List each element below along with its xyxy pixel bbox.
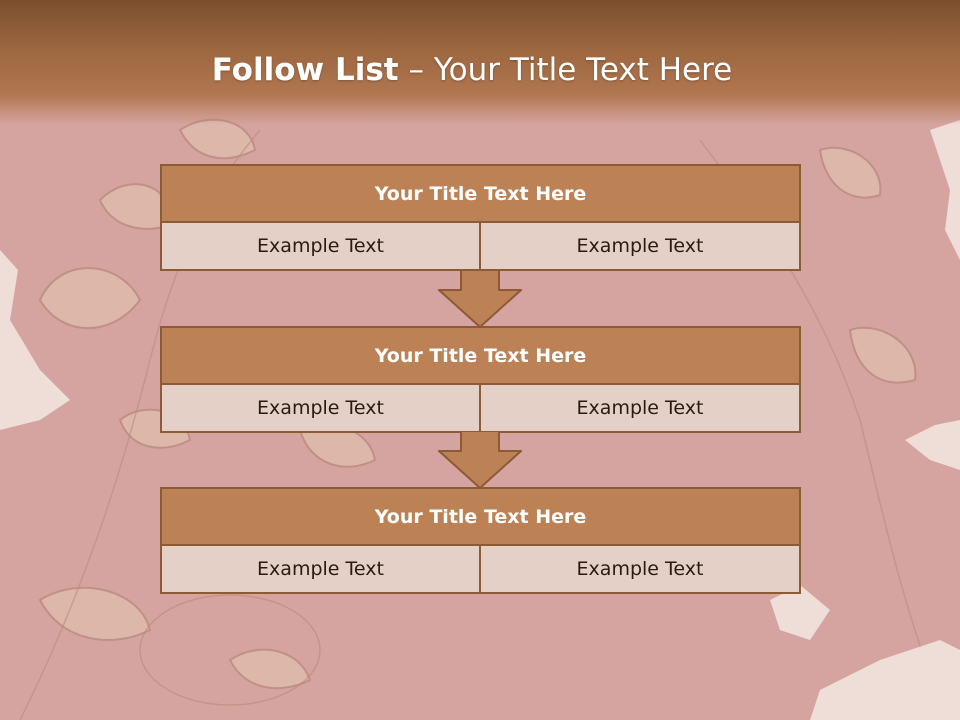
torn-edge-bottom-right bbox=[770, 585, 830, 640]
leaf-decoration bbox=[38, 267, 142, 330]
slide-title-rest: – Your Title Text Here bbox=[398, 52, 733, 88]
step-box-1: Your Title Text Here Example Text Exampl… bbox=[160, 164, 801, 271]
down-arrow-2 bbox=[438, 431, 522, 489]
step-3-left-cell: Example Text bbox=[162, 546, 481, 592]
leaf-decoration bbox=[848, 326, 917, 384]
step-box-3: Your Title Text Here Example Text Exampl… bbox=[160, 487, 801, 594]
torn-edge-right bbox=[905, 420, 960, 470]
step-title-3: Your Title Text Here bbox=[162, 489, 799, 546]
down-arrow-1 bbox=[438, 270, 522, 328]
step-title-1: Your Title Text Here bbox=[162, 166, 799, 223]
torn-edge-left bbox=[0, 250, 70, 430]
step-2-right-cell: Example Text bbox=[481, 385, 799, 431]
header-band bbox=[0, 0, 960, 125]
step-2-left-cell: Example Text bbox=[162, 385, 481, 431]
leaf-decoration bbox=[228, 648, 312, 690]
torn-edge-right bbox=[930, 120, 960, 260]
step-3-right-cell: Example Text bbox=[481, 546, 799, 592]
swirl-decoration bbox=[139, 594, 321, 706]
step-1-right-cell: Example Text bbox=[481, 223, 799, 269]
step-title-2: Your Title Text Here bbox=[162, 328, 799, 385]
step-box-2: Your Title Text Here Example Text Exampl… bbox=[160, 326, 801, 433]
slide-title-bold: Follow List bbox=[211, 52, 399, 88]
step-1-left-cell: Example Text bbox=[162, 223, 481, 269]
slide-title: Follow List – Your Title Text Here bbox=[0, 52, 944, 88]
torn-edge-bottom bbox=[810, 640, 960, 720]
leaf-decoration bbox=[818, 146, 882, 199]
